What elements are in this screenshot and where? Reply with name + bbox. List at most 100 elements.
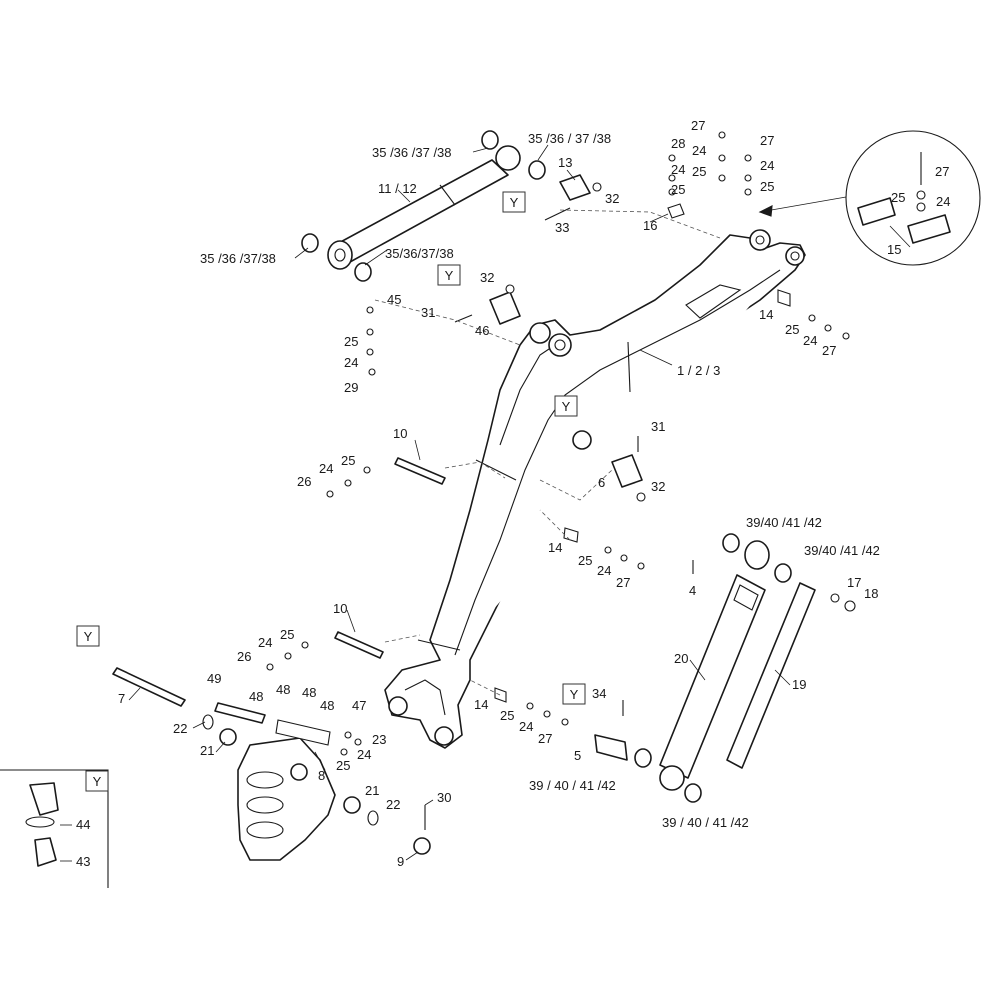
callout-24: 24 [597,563,611,578]
callout-47: 47 [352,698,366,713]
callout-25: 25 [692,164,706,179]
pin-5 [594,734,628,761]
callout-25: 25 [336,758,350,773]
callout-25: 25 [500,708,514,723]
callout-24: 24 [671,162,685,177]
y-marker: Y [76,625,100,647]
fastener-group-lower [494,687,569,726]
callout-27: 27 [935,164,949,179]
callout-22: 22 [173,721,187,736]
callout-17: 17 [847,575,861,590]
y-marker: Y [437,264,461,286]
callout-24: 24 [519,719,533,734]
callout-11-12: 11 / 12 [378,181,417,196]
leader-lines [128,144,911,861]
callout-35-36-37-38: 35 /36 /37 /38 [372,145,452,160]
callout-39-40-41-42: 39/40 /41 /42 [804,543,880,558]
callout-25: 25 [344,334,358,349]
callout-31: 31 [651,419,665,434]
callout-14: 14 [474,697,488,712]
callout-9: 9 [397,854,404,869]
callout-8: 8 [318,768,325,783]
pin-6 [611,436,646,502]
callout-48: 48 [302,685,316,700]
callout-19: 19 [792,677,806,692]
callout-24: 24 [936,194,950,209]
callout-48: 48 [320,698,334,713]
callout-27: 27 [760,133,774,148]
fastener-group-mid [563,527,645,570]
part-4-17-18 [622,560,856,716]
callout-48: 48 [249,689,263,704]
callout-34: 34 [592,686,606,701]
callout-24: 24 [760,158,774,173]
callout-43: 43 [76,854,90,869]
callout-26: 26 [237,649,251,664]
callout-31: 31 [421,305,435,320]
callout-35-36-37-38: 35 /36 / 37 /38 [528,131,611,146]
callout-7: 7 [118,691,125,706]
callout-45: 45 [387,292,401,307]
y-marker: Y [562,683,586,705]
callout-10: 10 [333,601,347,616]
callout-25: 25 [671,182,685,197]
callout-13: 13 [558,155,572,170]
callout-14: 14 [548,540,562,555]
callout-30: 30 [437,790,451,805]
callout-18: 18 [864,586,878,601]
callout-39-40-41-42: 39 / 40 / 41 /42 [662,815,749,830]
callout-24: 24 [258,635,272,650]
callout-6: 6 [598,475,605,490]
pin-46 [454,284,521,325]
y-marker-label: Y [570,687,579,702]
callout-16: 16 [643,218,657,233]
callout-49: 49 [207,671,221,686]
callout-23: 23 [372,732,386,747]
callout-25: 25 [341,453,355,468]
strip-19 [726,582,816,769]
wear-strip-upper [326,457,446,498]
callout-27: 27 [822,343,836,358]
callout-48: 48 [276,682,290,697]
callout-14: 14 [759,307,773,322]
fastener-group-right [777,289,850,340]
callout-24: 24 [319,461,333,476]
callout-27: 27 [538,731,552,746]
callout-35-36-37-38: 35 /36 /37/38 [200,251,276,266]
callout-25: 25 [280,627,294,642]
y-marker: Y [85,770,109,792]
callout-22: 22 [386,797,400,812]
callout-labels: 35 /36 /37 /38 11 / 12 35 /36 /37/38 35/… [76,118,950,869]
fastener-group-left [366,306,376,376]
fastener-group-top [667,131,752,219]
y-marker-label: Y [445,268,454,283]
callout-39-40-41-42: 39 / 40 / 41 /42 [529,778,616,793]
callout-5: 5 [574,748,581,763]
y-marker-label: Y [84,629,93,644]
y-marker-label: Y [93,774,102,789]
callout-10: 10 [393,426,407,441]
boom [384,229,806,749]
callout-25: 25 [785,322,799,337]
callout-44: 44 [76,817,90,832]
callout-32: 32 [480,270,494,285]
callout-24: 24 [344,355,358,370]
y-marker: Y [502,191,526,213]
callout-24: 24 [803,333,817,348]
callout-25: 25 [760,179,774,194]
callout-33: 33 [555,220,569,235]
pin-13 [544,174,602,221]
callout-28: 28 [671,136,685,151]
callout-46: 46 [475,323,489,338]
callout-27: 27 [616,575,630,590]
callout-27: 27 [691,118,705,133]
detail-circle-15 [758,130,981,266]
callout-15: 15 [887,242,901,257]
callout-32: 32 [651,479,665,494]
callout-25: 25 [891,190,905,205]
callout-29: 29 [344,380,358,395]
y-marker: Y [554,395,578,417]
y-detail-box [0,769,109,888]
pin-7 [112,667,186,707]
